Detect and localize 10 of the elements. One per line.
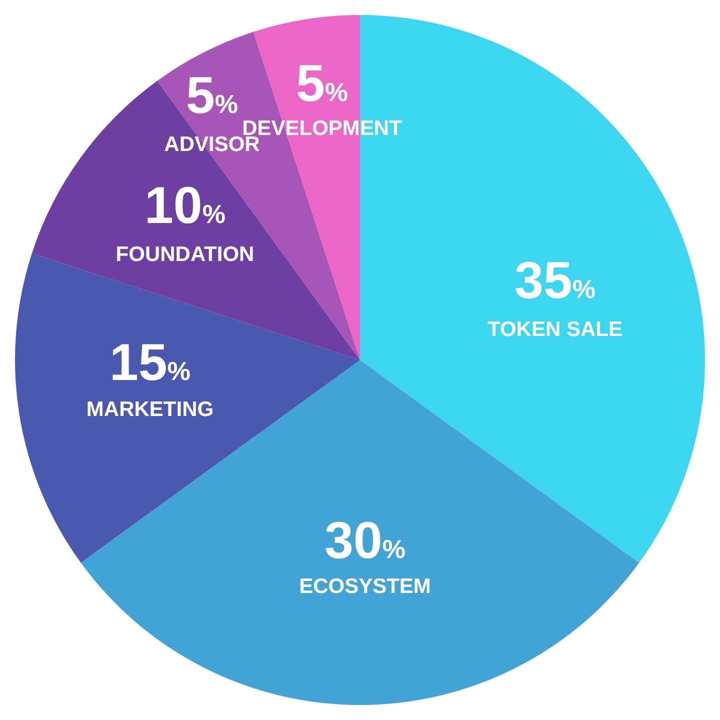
percentage-label: 35% (514, 252, 596, 310)
percentage-label: 5% (186, 67, 238, 125)
category-label: ECOSYSTEM (299, 575, 431, 598)
percentage-label: 10% (144, 177, 226, 235)
percentage-label: 5% (296, 55, 348, 113)
percentage-label: 30% (324, 512, 406, 570)
percentage-label: 15% (110, 334, 190, 392)
category-label: MARKETING (86, 398, 214, 421)
category-label: FOUNDATION (116, 243, 254, 266)
category-label: TOKEN SALE (488, 318, 622, 341)
